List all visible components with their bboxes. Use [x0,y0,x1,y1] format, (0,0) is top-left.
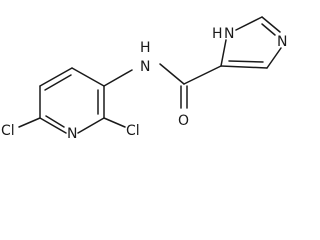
atom-n-amide: N [140,59,150,75]
bond-n-c1 [39,117,67,134]
bond-carbonyl-imidazole [183,65,222,85]
pyridine-ring [39,67,105,134]
bond-n3-c4i [266,47,282,69]
bond-c5i-n1 [220,39,227,67]
bond-c2i-n3 [261,16,281,33]
bond-c2i-n3-inner [261,23,276,36]
bond-c5-n [77,117,105,134]
atom-n-imidazole-h: N [224,26,234,42]
bond-c4-nh [103,69,133,87]
bond-c1-cl-left [18,117,41,128]
atom-cl-right: Cl [126,123,140,139]
atom-h-amide: H [140,40,151,56]
bond-c4i-c5i [220,65,268,69]
atom-h-imidazole: H [212,26,223,42]
bond-nh-carbonyl [159,63,185,85]
bond-c2-c3-inner [44,74,72,91]
bond-c3-c4 [71,67,105,87]
imidazole-ring [220,16,282,69]
atom-o-carbonyl: O [178,113,189,129]
atom-n-imidazole: N [277,34,287,50]
bond-n-c1-inner [45,115,65,128]
atom-n-pyridine: N [67,126,77,140]
bond-c5-cl-right [103,117,126,128]
bond-c4i-c5i-inner [228,60,264,63]
bond-n1-c2i [235,16,263,31]
bond-c2-c3 [39,67,73,87]
atom-cl-left: Cl [1,123,15,139]
molecule-structure: Cl N Cl H N O H N N [1,16,287,140]
